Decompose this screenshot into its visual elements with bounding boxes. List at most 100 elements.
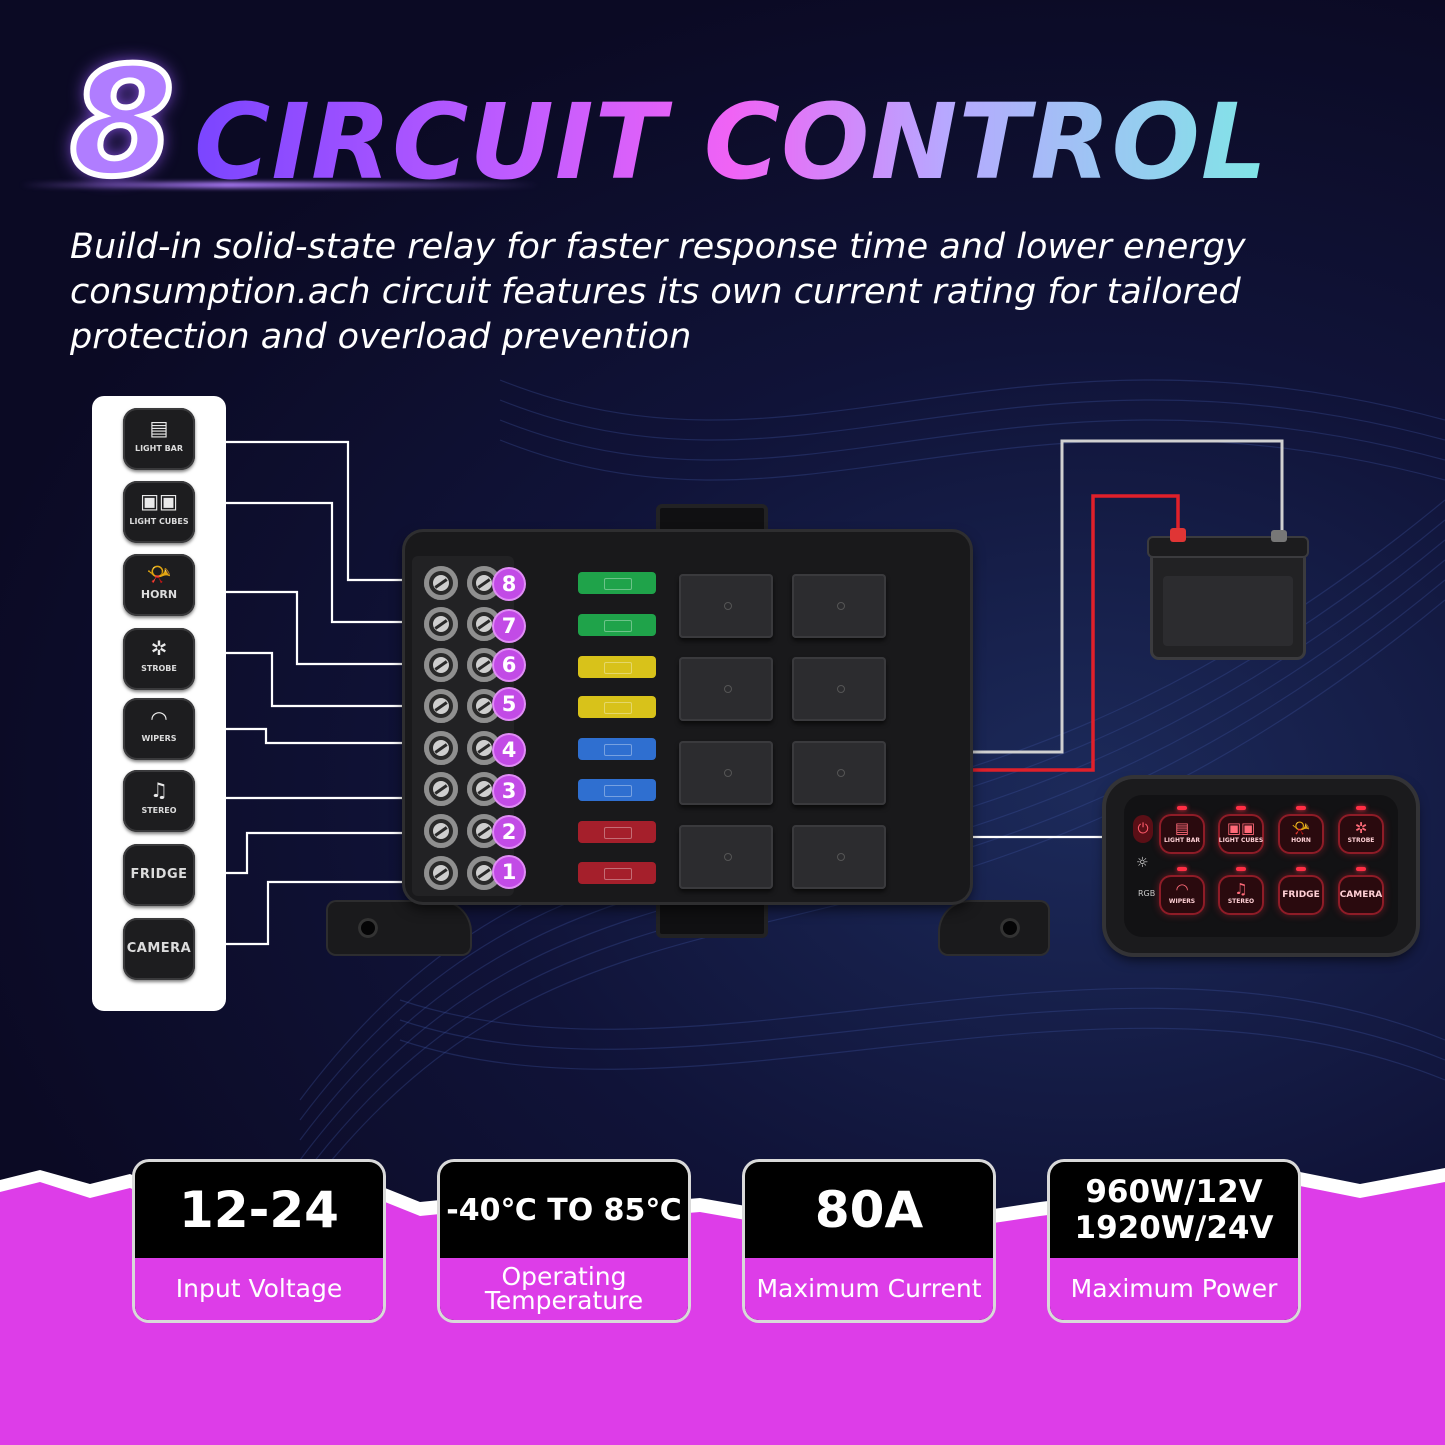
spec-label: Maximum Power — [1050, 1258, 1298, 1320]
circuit-number-badge: 3 — [494, 776, 524, 806]
headline-number: 8 — [67, 36, 177, 210]
blade-fuse — [578, 656, 656, 678]
screw-terminal — [424, 814, 458, 848]
light-bar-icon: ▤ — [1174, 819, 1190, 837]
mount-foot-left — [328, 902, 470, 954]
battery — [1149, 528, 1307, 657]
blade-fuse — [578, 862, 656, 884]
horn-icon: 📯 — [146, 562, 172, 586]
switch-camera: CAMERA — [123, 918, 195, 980]
battery-cap — [1149, 538, 1307, 556]
switch-wipers: ◠ WIPERS — [123, 698, 195, 760]
wire-wipers — [194, 727, 432, 745]
spec-label: Input Voltage — [135, 1258, 383, 1320]
wire-fridge — [226, 831, 432, 875]
spec-value: 80A — [814, 1181, 924, 1239]
light-cubes-icon: ▣▣ — [1226, 819, 1256, 837]
panel-key-stereo: ♫ STEREO — [1218, 875, 1264, 915]
status-led — [1177, 867, 1187, 871]
switch-stereo: ♫ STEREO — [123, 770, 195, 832]
light-cubes-icon: ▣▣ — [140, 489, 178, 513]
switch-horn: 📯 HORN — [123, 554, 195, 616]
spec-card-maximum-current: 80A Maximum Current — [745, 1162, 993, 1320]
status-led — [1236, 806, 1246, 810]
wire-battery-positive — [955, 494, 1180, 772]
spec-label: Operating Temperature — [440, 1258, 688, 1320]
screw-terminal — [424, 689, 458, 723]
blade-fuse — [578, 572, 656, 594]
strobe-icon: ✲ — [1354, 819, 1368, 837]
relay-module — [679, 741, 773, 805]
spec-value-line: 1920W/24V — [1074, 1210, 1274, 1246]
status-led — [1296, 867, 1306, 871]
blade-fuse — [578, 696, 656, 718]
circuit-number-badge: 1 — [494, 857, 524, 887]
brightness-icon: ☼ — [1136, 855, 1149, 871]
circuit-number-badge: 6 — [494, 650, 524, 680]
panel-key-strobe: ✲ STROBE — [1338, 814, 1384, 854]
relay-module — [792, 657, 886, 721]
spec-value: 12-24 — [179, 1181, 339, 1239]
panel-key-wipers: ◠ WIPERS — [1159, 875, 1205, 915]
wire-camera — [226, 880, 432, 946]
mount-foot-right — [940, 902, 1048, 954]
blade-fuse — [578, 779, 656, 801]
spec-label: Maximum Current — [745, 1258, 993, 1320]
stereo-icon: ♫ — [1234, 880, 1248, 898]
relay-module — [679, 825, 773, 889]
wire-horn — [194, 590, 432, 666]
switch-light-cubes: ▣▣ LIGHT CUBES — [123, 481, 195, 543]
status-led — [1236, 867, 1246, 871]
headline-underline-glow — [20, 182, 540, 188]
light-bar-icon: ▤ — [149, 416, 169, 440]
battery-positive-terminal — [1170, 528, 1186, 542]
spec-card-input-voltage: 12-24 Input Voltage — [135, 1162, 383, 1320]
blade-fuse — [578, 614, 656, 636]
relay-module — [679, 657, 773, 721]
rgb-label: RGB — [1138, 889, 1155, 898]
circuit-number-badge: 2 — [494, 817, 524, 847]
spec-card-maximum-power: 960W/12V 1920W/24V Maximum Power — [1050, 1162, 1298, 1320]
screw-terminal — [424, 731, 458, 765]
stereo-icon: ♫ — [150, 778, 168, 802]
spec-value-line: 960W/12V — [1085, 1174, 1263, 1210]
relay-module — [792, 741, 886, 805]
wipers-icon: ◠ — [1175, 880, 1189, 898]
switch-strobe: ✲ STROBE — [123, 628, 195, 690]
status-led — [1296, 806, 1306, 810]
strobe-icon: ✲ — [150, 636, 168, 660]
spec-card-operating-temperature: -40℃ TO 85℃ Operating Temperature — [440, 1162, 688, 1320]
status-led — [1177, 806, 1187, 810]
wire-light-bar — [226, 440, 432, 582]
circuit-number-badge: 7 — [494, 611, 524, 641]
screw-terminal — [424, 856, 458, 890]
panel-key-horn: 📯 HORN — [1278, 814, 1324, 854]
screw-terminal — [424, 772, 458, 806]
switch-legend-panel: ▤ LIGHT BAR ▣▣ LIGHT CUBES 📯 HORN ✲ STRO… — [92, 396, 226, 1011]
circuit-number-badge: 5 — [494, 689, 524, 719]
wipers-icon: ◠ — [150, 706, 168, 730]
terminal-strip — [412, 556, 514, 896]
spec-value: -40℃ TO 85℃ — [446, 1192, 682, 1228]
panel-key-fridge: FRIDGE — [1278, 875, 1324, 915]
screw-terminal — [424, 607, 458, 641]
power-icon: ⏻ — [1133, 815, 1153, 843]
description-text: Build-in solid-state relay for faster re… — [70, 227, 1246, 357]
screw-terminal — [424, 566, 458, 600]
status-led — [1356, 806, 1366, 810]
circuit-number-badge: 4 — [494, 735, 524, 765]
status-led — [1356, 867, 1366, 871]
screw-terminal — [424, 648, 458, 682]
spec-value: 960W/12V 1920W/24V — [1050, 1162, 1298, 1258]
switch-light-bar: ▤ LIGHT BAR — [123, 408, 195, 470]
battery-negative-terminal — [1271, 530, 1287, 542]
relay-module — [792, 825, 886, 889]
circuit-number-badge: 8 — [494, 569, 524, 599]
switch-fridge: FRIDGE — [123, 844, 195, 906]
wire-battery-negative — [955, 439, 1284, 754]
blade-fuse — [578, 738, 656, 760]
blade-fuse — [578, 821, 656, 843]
panel-key-light-bar: ▤ LIGHT BAR — [1159, 814, 1205, 854]
